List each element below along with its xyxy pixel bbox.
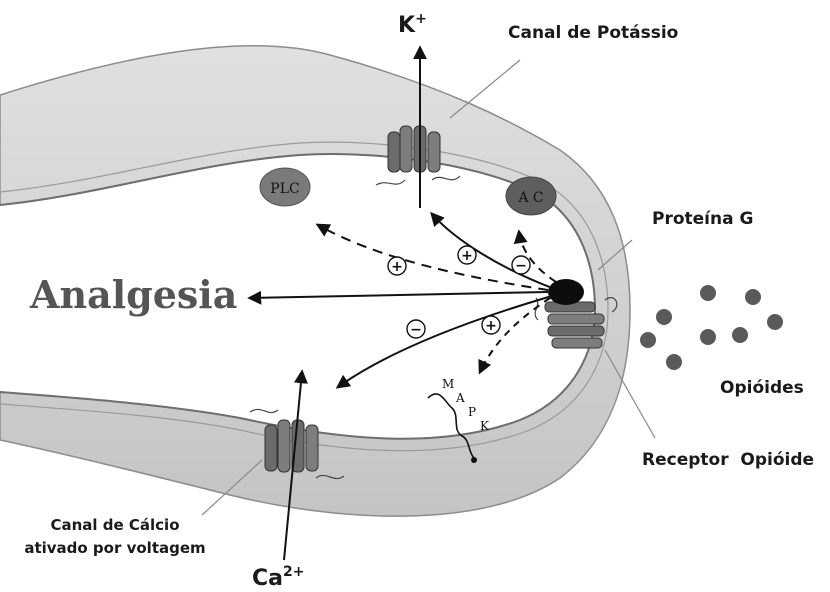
plc-activation-arrow <box>318 225 548 290</box>
mapk-end-dot <box>471 457 477 463</box>
plc-plus-sign: + <box>388 257 406 275</box>
mapk-letter-m: M <box>442 377 454 391</box>
potassium-channel-label: Canal de Potássio <box>508 23 678 43</box>
calcium-ion-label: Ca2+ <box>252 564 304 591</box>
g-protein-label: Proteína G <box>652 209 753 229</box>
svg-text:−: − <box>410 322 422 338</box>
plc-enzyme: PLC <box>260 168 310 206</box>
mapk-letter-k: K <box>480 419 490 433</box>
opioid-receptor-label: Receptor Opióide <box>642 450 814 470</box>
calcium-channel-label-line2: ativado por voltagem <box>24 539 205 557</box>
potassium-channel-pointer <box>450 60 520 118</box>
potassium-ion-label: K+ <box>398 11 427 38</box>
mapk-plus-sign: + <box>482 316 500 334</box>
analgesia-arrow <box>250 292 548 298</box>
plc-label: PLC <box>270 181 299 197</box>
mapk-letter-a: A <box>455 391 465 405</box>
ac-label: A C <box>517 190 543 206</box>
g-protein <box>548 279 584 305</box>
ac-enzyme: A C <box>506 177 556 215</box>
opioids-label: Opióides <box>720 378 804 398</box>
opioid-molecules <box>640 285 783 370</box>
potassium-plus-sign: + <box>458 246 476 264</box>
mapk-letter-p: P <box>468 405 476 419</box>
svg-text:+: + <box>461 248 473 264</box>
potassium-activation-arrow <box>432 214 552 288</box>
svg-text:+: + <box>391 259 403 275</box>
ac-minus-sign: − <box>512 256 530 274</box>
calcium-inhibition-arrow <box>338 296 552 387</box>
svg-text:−: − <box>515 258 527 274</box>
svg-text:+: + <box>485 318 497 334</box>
mapk-activation-arrow <box>480 298 550 372</box>
calcium-minus-sign: − <box>407 320 425 338</box>
analgesia-label: Analgesia <box>29 272 237 317</box>
calcium-channel-label-line1: Canal de Cálcio <box>50 516 179 534</box>
